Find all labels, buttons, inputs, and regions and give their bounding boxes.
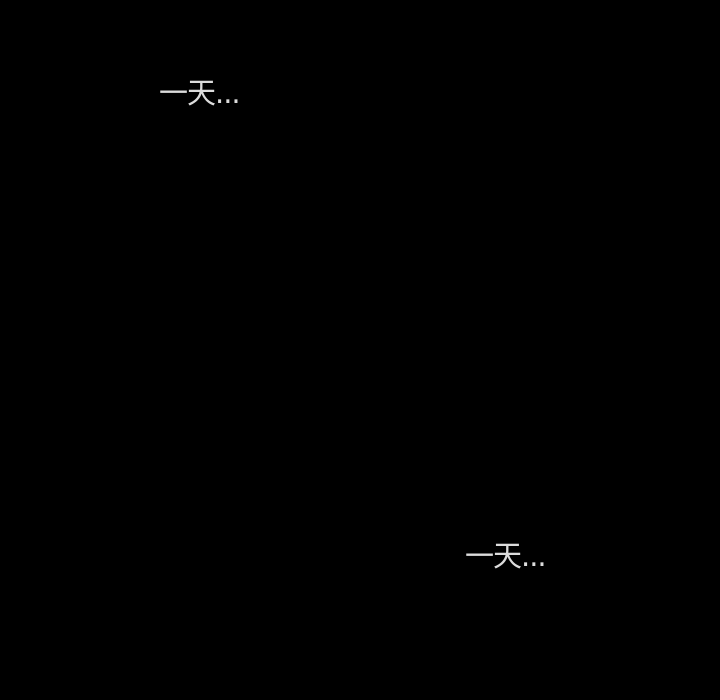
caption-text-top: 一天...	[159, 76, 241, 110]
caption-text-bottom: 一天...	[465, 539, 547, 573]
